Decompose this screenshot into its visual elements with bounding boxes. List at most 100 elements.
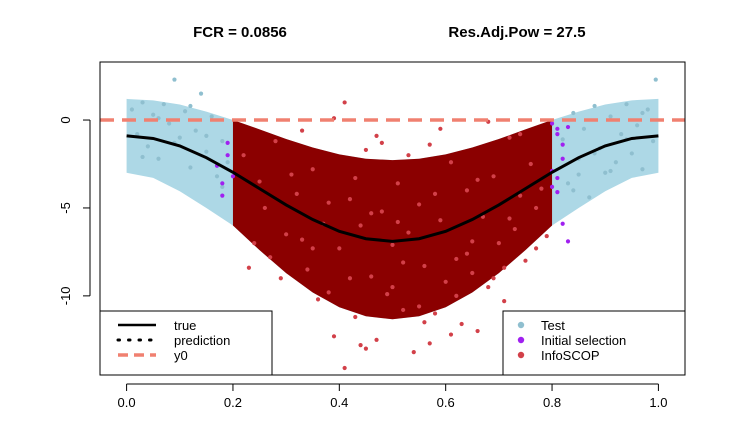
point-infoscop <box>241 153 246 158</box>
point-test <box>619 131 624 137</box>
point-infoscop <box>486 284 491 290</box>
point-initial-selection <box>560 156 565 161</box>
point-infoscop <box>278 276 283 281</box>
point-test <box>161 102 166 107</box>
point-test <box>225 160 230 165</box>
point-infoscop <box>491 174 496 179</box>
point-infoscop <box>443 279 448 284</box>
point-infoscop <box>507 135 512 140</box>
x-tick-label: 1.0 <box>649 395 667 410</box>
legend-test-marker <box>517 321 525 329</box>
point-infoscop <box>502 299 507 304</box>
legend-right-box <box>502 310 686 376</box>
point-infoscop <box>523 258 528 263</box>
point-test <box>129 107 135 112</box>
point-infoscop <box>448 160 454 165</box>
point-infoscop <box>432 311 438 316</box>
point-infoscop <box>454 293 459 298</box>
point-infoscop <box>310 167 315 172</box>
point-infoscop <box>342 365 347 371</box>
point-initial-selection <box>555 175 560 181</box>
point-infoscop <box>315 297 321 302</box>
point-infoscop <box>470 270 475 276</box>
point-infoscop <box>475 177 480 182</box>
x-tick-label: 0.2 <box>224 395 242 410</box>
point-test <box>571 110 576 116</box>
point-infoscop <box>379 209 384 214</box>
point-initial-selection <box>549 184 555 189</box>
point-test <box>188 103 193 109</box>
point-initial-selection <box>560 142 565 147</box>
point-initial-selection <box>225 140 230 145</box>
chart-title-fcr: FCR = 0.0856 <box>193 24 287 41</box>
point-infoscop <box>342 100 347 105</box>
point-test <box>629 151 634 156</box>
point-test <box>177 135 182 140</box>
point-test <box>209 114 214 119</box>
point-infoscop <box>326 290 331 295</box>
point-test <box>220 184 225 189</box>
point-infoscop <box>305 267 310 272</box>
legend-true-label: true <box>174 318 196 333</box>
point-test <box>587 195 592 200</box>
legend-y0-label: y0 <box>174 348 188 363</box>
x-tick-label: 0.8 <box>543 395 561 410</box>
point-infoscop <box>369 211 374 216</box>
point-infoscop <box>369 274 374 279</box>
legend-prediction-label: prediction <box>174 333 230 348</box>
point-infoscop <box>496 241 501 246</box>
point-test <box>581 126 587 131</box>
point-test <box>156 156 161 161</box>
point-test <box>560 137 565 142</box>
plot-area <box>100 77 685 371</box>
point-infoscop <box>544 233 549 239</box>
y-tick-label: -5 <box>58 202 73 214</box>
point-initial-selection <box>555 190 560 195</box>
point-infoscop <box>459 321 464 327</box>
point-test <box>608 168 613 174</box>
point-test <box>613 160 618 165</box>
point-infoscop <box>363 346 369 351</box>
prediction-band-selected <box>232 120 553 320</box>
point-test <box>193 128 198 133</box>
point-infoscop <box>395 219 400 225</box>
point-test <box>140 154 145 160</box>
point-infoscop <box>257 179 262 184</box>
point-test <box>140 100 145 105</box>
point-infoscop <box>427 142 432 147</box>
legend-left-box <box>99 310 273 376</box>
legend-right: Test Initial selection InfoSCOP <box>502 310 686 376</box>
point-infoscop <box>347 276 353 281</box>
plot-frame <box>99 61 686 376</box>
true-curve <box>126 134 659 243</box>
point-infoscop <box>406 153 411 158</box>
point-test <box>172 77 177 82</box>
point-infoscop <box>294 191 299 196</box>
point-infoscop <box>416 202 422 207</box>
point-test <box>603 170 608 175</box>
point-initial-selection <box>555 131 560 137</box>
point-test <box>167 121 172 126</box>
point-initial-selection <box>565 124 571 130</box>
point-infoscop <box>331 334 337 339</box>
point-infoscop <box>299 128 305 133</box>
point-initial-selection <box>230 174 236 179</box>
point-infoscop <box>353 175 358 181</box>
point-infoscop <box>464 188 470 193</box>
point-initial-selection <box>220 181 225 186</box>
point-infoscop <box>390 284 395 290</box>
point-infoscop <box>528 161 533 167</box>
point-infoscop <box>464 251 470 256</box>
point-test <box>565 181 571 186</box>
point-test <box>576 172 581 177</box>
point-infoscop <box>502 265 507 270</box>
point-infoscop <box>475 328 480 334</box>
point-infoscop <box>470 239 475 244</box>
point-test <box>135 131 140 137</box>
point-test <box>650 139 656 144</box>
point-infoscop <box>411 350 416 355</box>
point-infoscop <box>416 304 422 309</box>
point-test <box>214 174 220 179</box>
point-test <box>624 102 629 107</box>
